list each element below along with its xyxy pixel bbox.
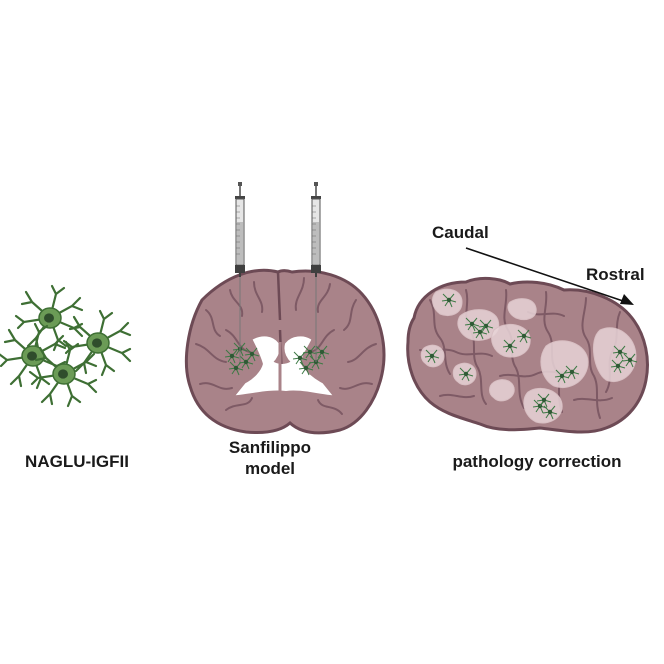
caudal-label: Caudal	[432, 223, 489, 242]
model-label-line2: model	[244, 459, 296, 478]
model-label-line1: Sanfilippo	[228, 438, 312, 457]
rostral-label: Rostral	[586, 265, 645, 284]
astrocyte-cell	[62, 309, 132, 377]
sagittal-brain-icon	[406, 276, 649, 434]
correction-label: pathology correction	[452, 452, 622, 471]
caudal-rostral-arrow	[465, 247, 634, 305]
coronal-brain-section-icon	[184, 268, 386, 435]
astrocyte-cluster-icon	[0, 284, 132, 408]
cells-label: NAGLU-IGFII	[25, 452, 129, 471]
astrocyte-cell	[14, 284, 84, 352]
model-label: Sanfilippo model	[205, 437, 335, 479]
